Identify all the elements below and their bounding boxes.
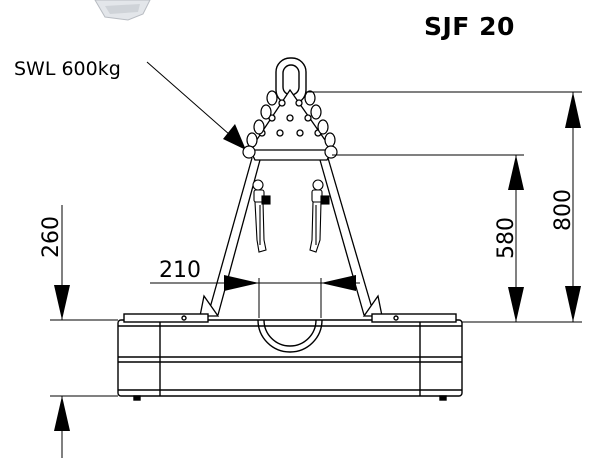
swl-label: SWL 600kg	[14, 58, 121, 80]
dim-580-label: 580	[494, 217, 519, 259]
dim-210	[150, 275, 360, 318]
dim-260	[50, 205, 118, 458]
swl-arrowhead	[223, 124, 246, 150]
corner-image-fragment	[94, 0, 151, 21]
a-frame-legs	[199, 157, 383, 317]
base-frame	[117, 313, 463, 401]
dim-260-label: 260	[39, 216, 64, 258]
dim-210-label: 210	[159, 258, 201, 283]
dim-580	[332, 154, 524, 322]
swl-leader-line	[146, 61, 239, 143]
dim-800	[306, 91, 582, 323]
left-hook-assembly	[252, 179, 271, 253]
right-hook-assembly	[309, 179, 330, 253]
dim-800-label: 800	[551, 189, 576, 231]
product-title: SJF 20	[424, 12, 515, 41]
